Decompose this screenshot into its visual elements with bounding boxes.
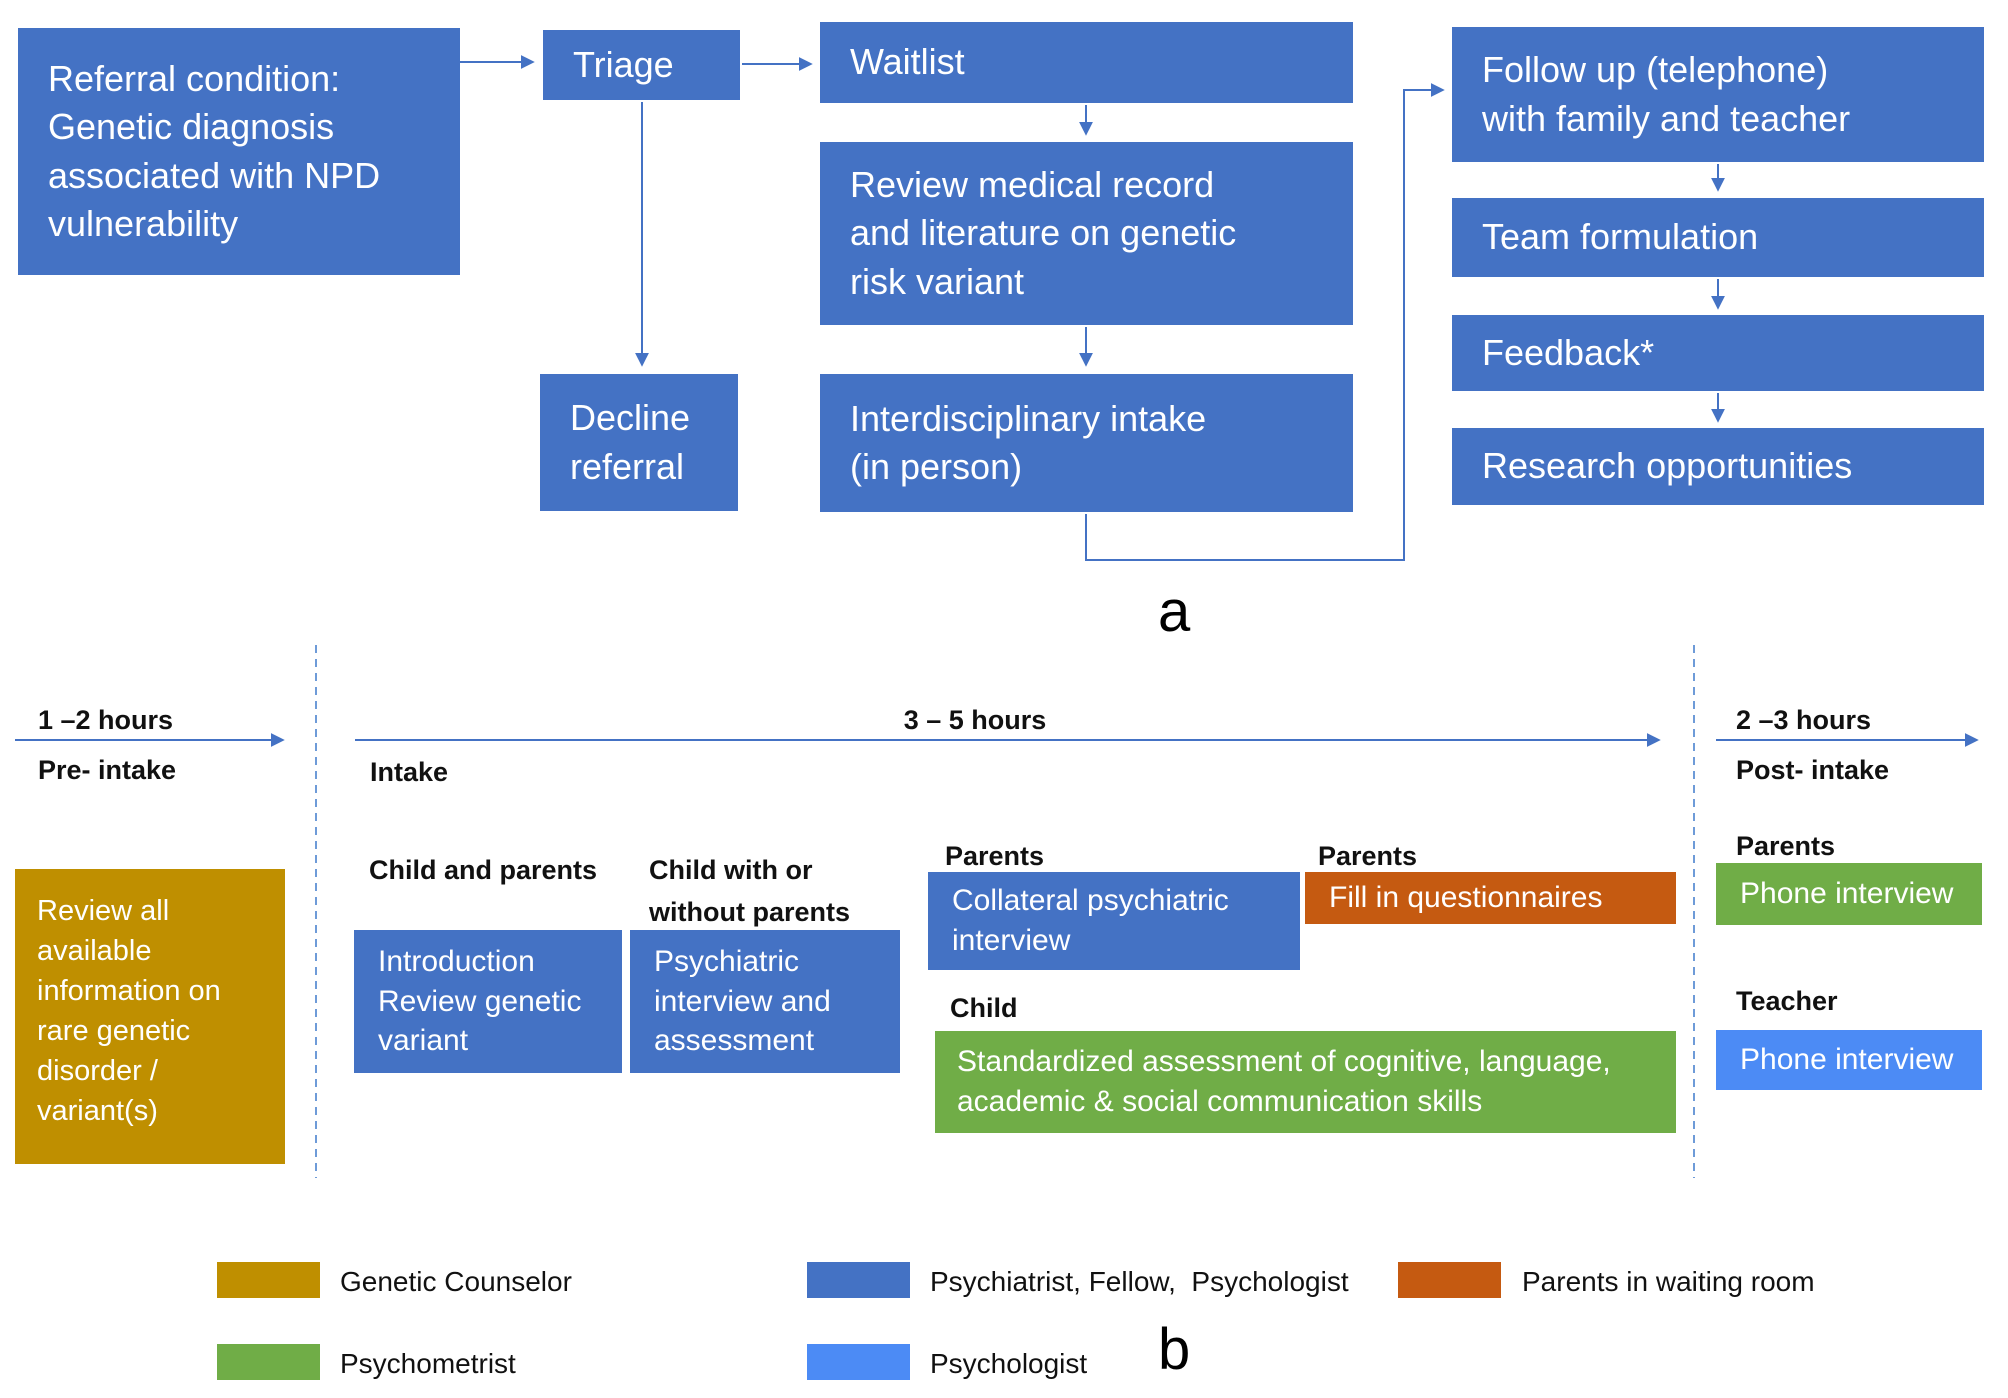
flow-box-follow-up-text: Follow up (telephone) with family and te… bbox=[1482, 49, 1851, 139]
task-box-fill-in-questionnaires-text: Fill in questionnaires bbox=[1329, 881, 1603, 915]
task-box-introduction-review-variant: Introduction Review genetic variant bbox=[354, 930, 622, 1073]
pre-intake-phase-label: Pre- intake bbox=[38, 755, 177, 785]
participant-label-child-with-or-without-parents: Child with or without parents bbox=[649, 855, 850, 927]
flow-box-interdisciplinary-intake: Interdisciplinary intake (in person) bbox=[820, 374, 1353, 512]
legend-label-psychiatrist-fellow-psychologist: Psychiatrist, Fellow, Psychologist bbox=[930, 1266, 1349, 1297]
flow-box-research-opportunities: Research opportunities bbox=[1452, 428, 1984, 505]
legend-swatch-psychiatrist-fellow-psychologist bbox=[807, 1262, 910, 1298]
flow-box-research-opportunities-text: Research opportunities bbox=[1482, 445, 1853, 487]
task-box-standardized-assessment-text: Standardized assessment of cognitive, la… bbox=[957, 1045, 1611, 1118]
intake-hours-label: 3 – 5 hours bbox=[903, 705, 1047, 735]
task-box-teacher-phone-interview: Phone interview bbox=[1716, 1030, 1982, 1090]
flow-box-decline-referral: Decline referral bbox=[540, 374, 738, 511]
flow-box-waitlist: Waitlist bbox=[820, 22, 1353, 103]
participant-label-parents-post: Parents bbox=[1736, 831, 1836, 861]
task-box-teacher-phone-interview-text: Phone interview bbox=[1740, 1043, 1954, 1077]
flow-box-feedback: Feedback* bbox=[1452, 315, 1984, 391]
flow-box-triage: Triage bbox=[543, 30, 740, 100]
flow-box-interdisciplinary-intake-text: Interdisciplinary intake (in person) bbox=[850, 397, 1207, 487]
legend-swatch-genetic-counselor bbox=[217, 1262, 320, 1298]
flow-box-referral-condition-text: Referral condition: Genetic diagnosis as… bbox=[48, 58, 381, 244]
task-box-fill-in-questionnaires: Fill in questionnaires bbox=[1305, 872, 1676, 924]
legend-label-psychometrist: Psychometrist bbox=[340, 1348, 516, 1379]
legend-label-genetic-counselor: Genetic Counselor bbox=[340, 1266, 572, 1297]
panel-a-label: a bbox=[1158, 579, 1191, 644]
flow-box-review-medical-record: Review medical record and literature on … bbox=[820, 142, 1353, 325]
legend-swatch-parents-in-waiting-room bbox=[1398, 1262, 1501, 1298]
intake-phase-label: Intake bbox=[370, 757, 449, 787]
post-intake-phase-label: Post- intake bbox=[1736, 755, 1890, 785]
legend-swatch-psychologist bbox=[807, 1344, 910, 1380]
flow-box-team-formulation-text: Team formulation bbox=[1482, 216, 1759, 258]
legend-label-parents-in-waiting-room: Parents in waiting room bbox=[1522, 1266, 1815, 1297]
post-intake-hours-label: 2 –3 hours bbox=[1736, 705, 1872, 735]
task-box-standardized-assessment: Standardized assessment of cognitive, la… bbox=[935, 1031, 1676, 1133]
flow-box-feedback-text: Feedback* bbox=[1482, 331, 1655, 373]
legend-label-psychologist: Psychologist bbox=[930, 1348, 1088, 1379]
task-box-collateral-psychiatric-interview-text: Collateral psychiatric interview bbox=[952, 884, 1229, 957]
legend-swatch-psychometrist bbox=[217, 1344, 320, 1380]
participant-label-parents-questionnaires: Parents bbox=[1318, 841, 1418, 871]
participant-label-parents-collateral: Parents bbox=[945, 841, 1045, 871]
task-box-introduction-review-variant-text: Introduction Review genetic variant bbox=[378, 944, 582, 1058]
task-box-collateral-psychiatric-interview: Collateral psychiatric interview bbox=[928, 872, 1300, 970]
participant-label-child-and-parents: Child and parents bbox=[369, 855, 598, 885]
flow-box-follow-up: Follow up (telephone) with family and te… bbox=[1452, 27, 1984, 162]
participant-label-teacher: Teacher bbox=[1736, 986, 1838, 1016]
flow-box-review-medical-record-text: Review medical record and literature on … bbox=[850, 164, 1237, 302]
task-box-review-information-text: Review all available information on rare… bbox=[37, 895, 221, 1128]
flow-box-waitlist-text: Waitlist bbox=[850, 41, 965, 83]
participant-label-child: Child bbox=[950, 993, 1018, 1023]
task-box-psychiatric-interview-text: Psychiatric interview and assessment bbox=[654, 944, 831, 1058]
task-box-review-information: Review all available information on rare… bbox=[15, 869, 285, 1164]
task-box-psychiatric-interview: Psychiatric interview and assessment bbox=[630, 930, 900, 1073]
flow-box-decline-referral-text: Decline referral bbox=[570, 397, 691, 487]
flow-box-team-formulation: Team formulation bbox=[1452, 198, 1984, 277]
flow-box-triage-text: Triage bbox=[573, 43, 674, 85]
flow-box-referral-condition: Referral condition: Genetic diagnosis as… bbox=[18, 28, 460, 275]
panel-b-label: b bbox=[1158, 1317, 1191, 1382]
pre-intake-hours-label: 1 –2 hours bbox=[38, 705, 174, 735]
task-box-parents-phone-interview-text: Phone interview bbox=[1740, 877, 1954, 911]
task-box-parents-phone-interview: Phone interview bbox=[1716, 863, 1982, 925]
